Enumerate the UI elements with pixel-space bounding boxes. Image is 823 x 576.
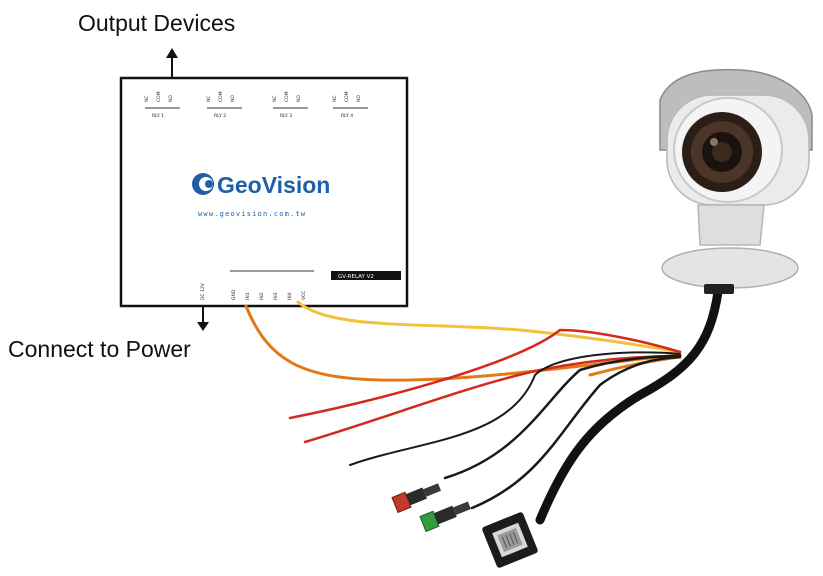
relay-group-4: RLY 4 NC COM NO [332, 91, 368, 119]
input-pin: IN1 [245, 292, 251, 300]
camera-cable [535, 287, 723, 525]
relay-label-2: RLY 2 [214, 113, 226, 119]
relay-label-4: RLY 4 [341, 113, 353, 119]
wires [244, 287, 723, 525]
relay-pin: COM [344, 91, 350, 102]
relay-pin: NO [168, 95, 174, 102]
input-pin: VCC [301, 291, 307, 300]
relay-pin: NC [272, 95, 278, 102]
relay-box: RLY 1 NC COM NO RLY 2 NC COM NO RLY 3 NC… [119, 76, 409, 308]
input-pin: IN3 [273, 292, 279, 300]
relay-pin: NO [230, 95, 236, 102]
connect-power-label: Connect to Power [8, 336, 191, 362]
input-pin: IN4 [287, 292, 293, 300]
wire-black [470, 355, 682, 510]
wire-red [288, 328, 682, 420]
camera-icon [659, 68, 813, 294]
model-bar [331, 271, 401, 280]
rj45-connector-icon [482, 512, 538, 568]
relay-pin: COM [284, 91, 290, 102]
relay-pin: NC [144, 95, 150, 102]
wire-black [349, 351, 681, 466]
output-devices-label: Output Devices [78, 10, 236, 36]
model-label: GV-RELAY V2 [338, 274, 374, 280]
input-pin: GND [231, 289, 237, 300]
arrow-up-icon [166, 48, 178, 78]
arrow-down-icon [197, 305, 209, 331]
relay-pin: NO [296, 95, 302, 102]
brand-name: GeoVision [217, 172, 330, 198]
relay-pin: NC [332, 95, 338, 102]
power-pin-label: DC 12V [200, 282, 206, 300]
green-connector [419, 501, 471, 533]
brand-website: www.geovision.com.tw [198, 210, 306, 218]
relay-label-3: RLY 3 [280, 113, 292, 119]
relay-pin: COM [156, 91, 162, 102]
relay-group-2: RLY 2 NC COM NO [206, 91, 242, 119]
wire-yellow [296, 300, 682, 354]
input-pin: IN2 [259, 292, 265, 300]
relay-pin: NC [206, 95, 212, 102]
relay-pin: NO [356, 95, 362, 102]
relay-pin: COM [218, 91, 224, 102]
relay-group-1: RLY 1 NC COM NO [144, 91, 180, 119]
wire-black [443, 354, 682, 480]
relay-group-3: RLY 3 NC COM NO [272, 91, 308, 119]
red-connector [391, 483, 442, 514]
geovision-logo-icon [192, 173, 214, 195]
wire-red [303, 354, 682, 444]
relay-label-1: RLY 1 [152, 113, 164, 119]
